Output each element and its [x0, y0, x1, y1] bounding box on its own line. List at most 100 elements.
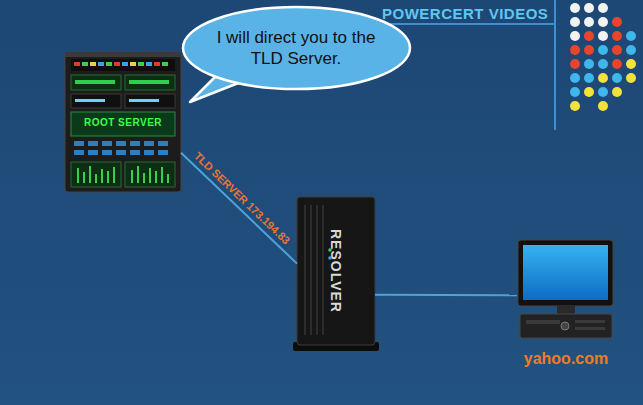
logo-dot [584, 59, 594, 69]
network-link [181, 153, 297, 264]
root-server-rack [77, 168, 79, 183]
brand-label: POWERCERT VIDEOS [382, 5, 548, 23]
logo-dot [626, 31, 636, 41]
computer-drawing [518, 240, 613, 338]
root-server-rack [74, 141, 84, 146]
logo-dot [612, 45, 622, 55]
speech-bubble: I will direct you to the TLD Server. [181, 5, 412, 91]
root-server-rack [102, 150, 112, 155]
logo-dot [612, 17, 622, 27]
logo-dot [584, 3, 594, 13]
root-server-rack [155, 171, 157, 183]
root-server-rack [106, 62, 112, 66]
resolver-box: RESOLVER [297, 197, 375, 345]
resolver-box-text: RESOLVER [328, 229, 344, 313]
logo-dot [570, 31, 580, 41]
link-label: TLD SERVER 173.194.83 [190, 148, 294, 248]
logo-dot [570, 17, 580, 27]
root-server-rack [146, 62, 152, 66]
root-server-rack [125, 162, 175, 187]
resolver-tower [316, 205, 318, 335]
root-server-rack [130, 62, 136, 66]
root-server: ROOT SERVER [65, 52, 181, 192]
computer-drawing [523, 245, 608, 300]
root-server-rack [78, 166, 168, 183]
logo-dot [570, 3, 580, 13]
root-server-rack [71, 59, 175, 71]
brand-frame [380, 0, 555, 130]
computer-drawing [518, 240, 613, 306]
logo-dot [612, 31, 622, 41]
logo-dot [598, 87, 608, 97]
root-server-rack [90, 62, 96, 66]
computer-drawing [575, 327, 605, 330]
root-server-rack [65, 52, 181, 57]
logo-dot [598, 3, 608, 13]
resolver-tower [322, 205, 324, 335]
logo-dot [612, 59, 622, 69]
logo-dot [584, 73, 594, 83]
root-server-rack [71, 75, 121, 90]
root-server-rack [89, 166, 91, 183]
root-server-rack [149, 168, 151, 183]
logo-dot [584, 87, 594, 97]
logo-dot [570, 73, 580, 83]
root-server-rack [125, 75, 175, 90]
root-server-rack [75, 80, 115, 84]
computer-drawing [561, 322, 569, 330]
root-server-rack [129, 99, 159, 102]
computer-drawing [575, 320, 605, 323]
brand-frame [554, 0, 556, 130]
logo-dots [570, 3, 636, 111]
root-server-rack [82, 62, 88, 66]
resolver-tower [304, 205, 306, 335]
root-server-rack [65, 52, 181, 192]
resolver-tower [310, 205, 312, 335]
root-server-rack [88, 150, 98, 155]
root-server-rack [65, 52, 181, 192]
root-server-rack [122, 62, 128, 66]
root-server-rack [98, 62, 104, 66]
bubble-ellipse [183, 7, 410, 89]
root-server-rack [162, 62, 168, 66]
root-server-rack [167, 174, 169, 183]
root-server-rack [116, 141, 126, 146]
root-server-rack [143, 173, 145, 183]
logo-dot [570, 59, 580, 69]
root-server-rack [74, 150, 84, 155]
computer-drawing [557, 306, 575, 314]
logo-dot [598, 31, 608, 41]
root-server-rack [144, 141, 154, 146]
logo-dot [584, 45, 594, 55]
bubble-outline [181, 5, 412, 91]
root-server-rack [154, 62, 160, 66]
root-server-rack [71, 162, 121, 187]
root-server-rack [95, 174, 97, 183]
root-server-text: ROOT SERVER [65, 116, 181, 130]
root-server-rack [74, 141, 168, 155]
root-server-rack [130, 141, 140, 146]
logo-dot [626, 45, 636, 55]
logo-dot [570, 45, 580, 55]
logo-dot [598, 73, 608, 83]
computer-drawing [526, 320, 560, 324]
logo-dot [584, 31, 594, 41]
client-computer: yahoo.com [517, 238, 615, 368]
root-server-rack [116, 150, 126, 155]
root-server-rack [144, 150, 154, 155]
root-server-rack [101, 169, 103, 183]
resolver-tower [297, 197, 375, 345]
root-server-rack [102, 141, 112, 146]
logo-dot [612, 73, 622, 83]
root-server-rack [161, 167, 163, 183]
root-server-rack [114, 62, 120, 66]
logo-dot [570, 87, 580, 97]
root-server-rack [88, 141, 98, 146]
root-server-rack [75, 99, 105, 102]
logo-dot [598, 101, 608, 111]
root-server-rack [74, 62, 80, 66]
logo-dot [570, 101, 580, 111]
root-server-rack [158, 150, 168, 155]
resolver-tower [305, 205, 323, 335]
